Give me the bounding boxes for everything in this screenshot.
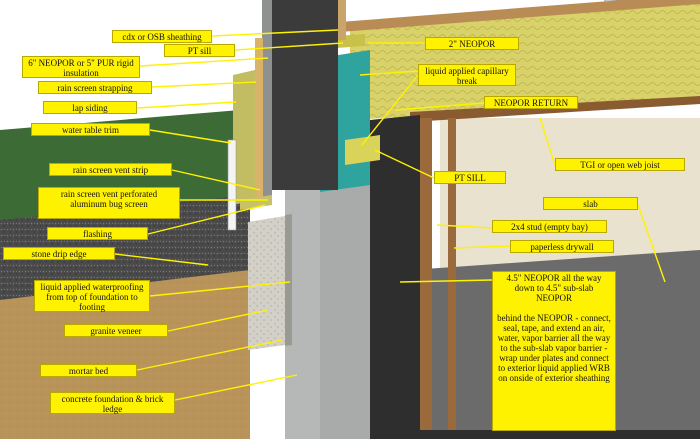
foundation-inner-face	[320, 165, 370, 439]
callout-rain-screen-strapping: rain screen strapping	[38, 81, 152, 94]
granite-veneer	[248, 216, 285, 350]
callout-neopor-subslab: 4.5" NEOPOR all the way down to 4.5" sub…	[492, 271, 616, 431]
callout-lap-siding: lap siding	[43, 101, 137, 114]
callout-2in-neopor: 2" NEOPOR	[425, 37, 519, 50]
wall-insulation-neopor	[268, 0, 338, 190]
callout-pt-sill-lower: PT SILL	[434, 171, 506, 184]
pt-sill-lower	[345, 135, 380, 165]
callout-pt-sill-top: PT sill	[164, 44, 235, 57]
callout-rain-screen-vent-strip: rain screen vent strip	[49, 163, 172, 176]
callout-paperless-drywall: paperless drywall	[510, 240, 614, 253]
lap-siding-board	[233, 70, 255, 205]
sheathing-strip	[338, 0, 346, 40]
stud-bay-left	[420, 118, 432, 438]
subfloor-sheathing	[340, 0, 700, 32]
mortar-bed	[285, 214, 292, 346]
callout-foundation: concrete foundation & brick ledge	[50, 392, 175, 414]
callout-stud-empty-bay: 2x4 stud (empty bay)	[492, 220, 607, 233]
callout-granite-veneer: granite veneer	[64, 324, 168, 337]
callout-neopor-return: NEOPOR RETURN	[484, 96, 578, 109]
rigid-insulation-grey	[262, 0, 272, 200]
callout-tgi-joist: TGI or open web joist	[555, 158, 685, 171]
stud-bay-right	[448, 118, 456, 438]
rain-screen-strapping	[255, 38, 263, 198]
callout-capillary-break: liquid applied capillary break	[418, 64, 516, 86]
callout-cdx-sheathing: cdx or OSB sheathing	[112, 30, 212, 43]
callout-waterproofing: liquid applied waterproofing from top of…	[34, 280, 150, 312]
water-table-trim	[227, 139, 237, 231]
callout-stone-drip-edge: stone drip edge	[3, 247, 115, 260]
callout-flashing: flashing	[47, 227, 148, 240]
callout-bug-screen: rain screen vent perforated aluminum bug…	[38, 187, 180, 219]
floor-joist-insulation	[350, 0, 700, 120]
callout-mortar-bed: mortar bed	[40, 364, 137, 377]
joist-bottom	[410, 96, 700, 122]
subslab-neopor-base	[370, 430, 700, 439]
callout-rigid-insulation: 6" NEOPOR or 5" PUR rigid insulation	[22, 56, 140, 78]
callout-slab: slab	[543, 197, 638, 210]
neopor-subslab-black	[370, 115, 420, 439]
callout-water-table-trim: water table trim	[31, 123, 150, 136]
